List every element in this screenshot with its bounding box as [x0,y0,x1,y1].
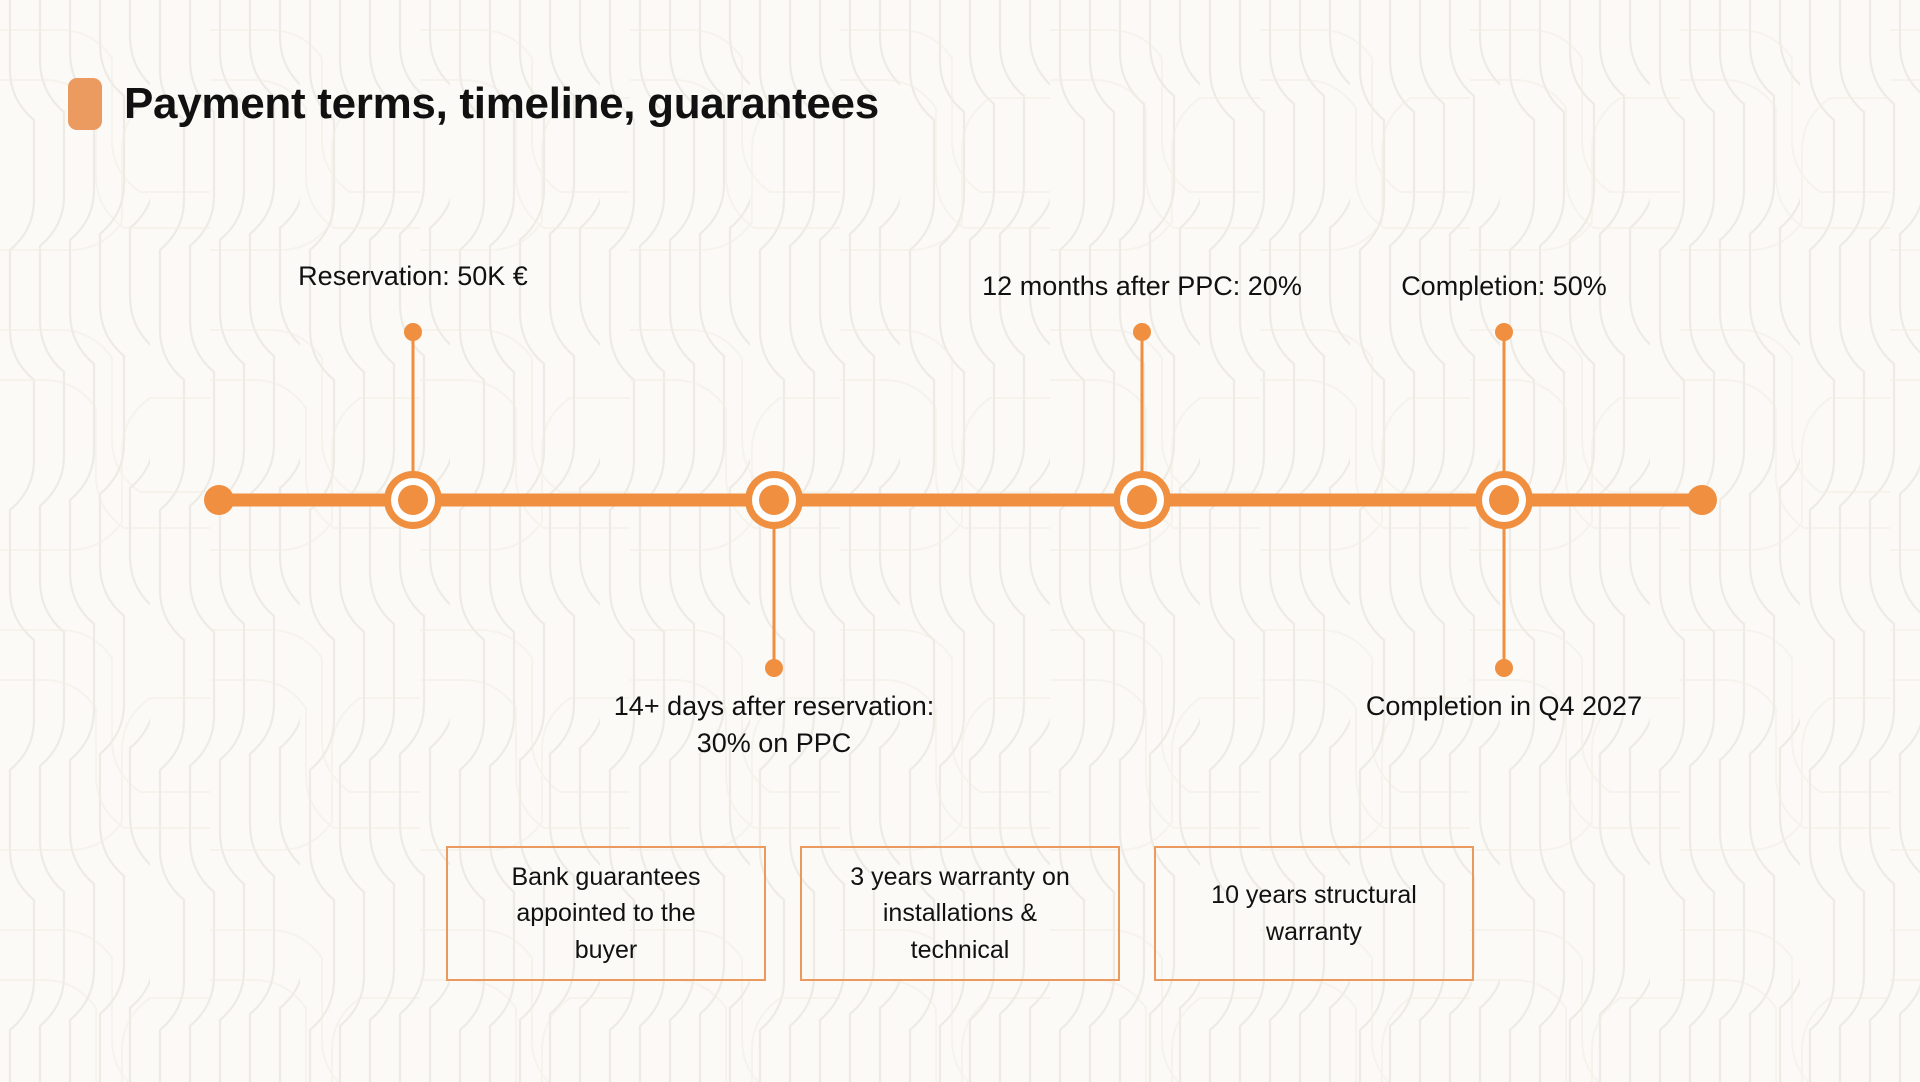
guarantee-box-structural-warranty: 10 years structural warranty [1154,846,1474,981]
timeline-end-cap [1687,485,1717,515]
timeline-start-cap [204,485,234,515]
page-title: Payment terms, timeline, guarantees [124,79,879,128]
stem-dot-twelve-months-after-ppc [1133,323,1151,341]
guarantee-box-bank-guarantees: Bank guarantees appointed to the buyer [446,846,766,981]
square-bullet-icon [68,78,102,130]
milestone-label-reservation: Reservation: 50K € [298,261,528,291]
milestone-node-ppc-payment[interactable] [745,471,803,529]
milestone-label-twelve-months-after-ppc: 12 months after PPC: 20% [982,271,1302,301]
milestone-label-completion-date: Completion in Q4 2027 [1365,691,1643,721]
milestone-label-ppc-payment: 14+ days after reservation: 30% on PPC [613,691,935,759]
milestone-label-completion: Completion: 50% [1401,271,1607,301]
milestone-node-twelve-months-after-ppc[interactable] [1113,471,1171,529]
guarantee-boxes: Bank guarantees appointed to the buyer 3… [446,846,1474,981]
stem-dot-completion-down [1495,659,1513,677]
stem-dot-reservation [404,323,422,341]
stem-dot-ppc-payment [765,659,783,677]
milestone-node-reservation[interactable] [384,471,442,529]
page-title-row: Payment terms, timeline, guarantees [68,78,879,130]
milestone-node-completion[interactable] [1475,471,1533,529]
stem-dot-completion-up [1495,323,1513,341]
guarantee-box-installations-warranty: 3 years warranty on installations & tech… [800,846,1120,981]
